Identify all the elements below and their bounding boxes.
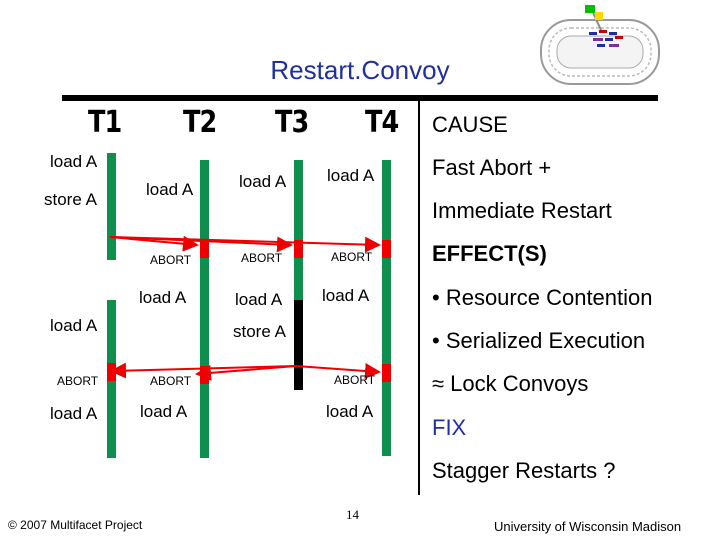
cause-heading: CAUSE [432,112,508,137]
abort-label: ABORT [57,374,99,388]
effect-item: • Resource Contention [432,285,653,310]
t2-run-bar [200,160,209,240]
t4-abort-bar [382,364,391,382]
effect-heading: EFFECT(S) [432,241,547,266]
t4-run-bar [382,382,391,456]
abort-label: ABORT [241,251,283,265]
op-label: load A [50,152,98,171]
t2-run-bar [200,258,209,366]
t3-wait-bar [294,300,303,390]
fix-text: Stagger Restarts ? [432,458,616,483]
t3-run-bar [294,258,303,300]
t2-run-bar [200,384,209,458]
abort-arrows [109,235,381,381]
cause-line-2: Immediate Restart [432,198,612,223]
t1-run-bar [107,381,116,458]
title-rule [62,95,658,101]
slide-title: Restart.Convoy [270,55,450,85]
t3-abort-bar [294,240,303,258]
op-label: load A [327,166,375,185]
op-label: load A [239,172,287,191]
op-label: load A [50,404,98,423]
thread-header-t3: T3 [275,105,309,140]
university-name: University of Wisconsin Madison [494,519,682,534]
cause-line-1: Fast Abort + [432,155,552,180]
fix-heading: FIX [432,415,467,440]
effect-item: • Serialized Execution [432,328,646,353]
abort-label: ABORT [331,250,373,264]
t1-run-bar [107,300,116,363]
abort-arrow [195,364,297,381]
thread-header-t1: T1 [88,105,122,140]
op-label: load A [139,288,187,307]
t3-run-bar [294,160,303,240]
copyright: © 2007 Multifacet Project [8,518,143,532]
abort-label: ABORT [150,253,192,267]
thread-header-t4: T4 [365,105,399,140]
t4-run-bar [382,258,391,364]
t1-run-bar [107,153,116,260]
abort-arrow [109,236,381,253]
op-label: load A [50,316,98,335]
op-label: load A [146,180,194,199]
op-label: store A [44,190,97,209]
op-label: load A [322,286,370,305]
column-divider [418,100,420,495]
op-label: load A [235,290,283,309]
op-label: store A [233,322,286,341]
abort-arrow [295,363,381,379]
abort-label: ABORT [334,373,376,387]
thread-header-t2: T2 [183,105,217,140]
page-number: 14 [346,507,359,522]
t2-abort-bar [200,240,209,258]
op-label: load A [326,402,374,421]
op-label: load A [140,402,188,421]
effect-item: ≈ Lock Convoys [432,371,589,396]
t4-abort-bar [382,240,391,258]
abort-label: ABORT [150,374,192,388]
t4-run-bar [382,160,391,240]
multifacet-logo [535,2,665,92]
